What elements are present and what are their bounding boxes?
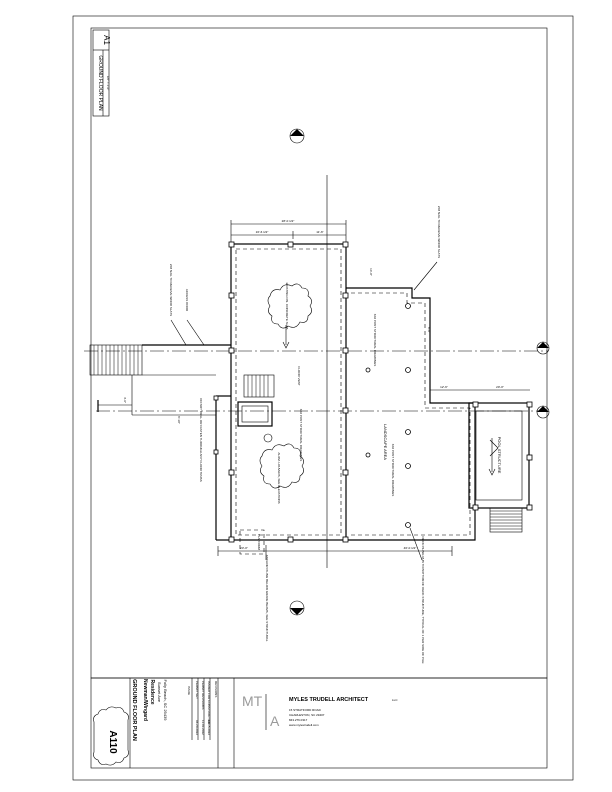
note-bottom-2: DECK PILING RUN TO BOTTOM OF DECK STRUCT… [421,536,425,663]
deck-pilings [365,303,411,528]
pool-structure-label: POOL STRUCTURE [497,437,502,474]
note-right-plate: 2X8 NAIL TO RECEIVE WOOD SLATS [437,206,441,258]
dim-right-b: 12'-6" [440,385,448,389]
firm-address-1: 15 STRATFORD ROAD [289,708,322,712]
note-post-3: 6X6 POST STRUCTURAL DRAWINGS [299,409,303,461]
dim-mid-b: 6'-0" [427,327,431,333]
sheet-number-cloud: A110 [93,706,129,766]
firm-name: MYLES TRUDELL ARCHITECT [289,697,369,703]
view-title: GROUND FLOOR PLAN [97,55,103,111]
firm-suffix: LLC [392,698,398,702]
firm-phone: 843.276.0317 [289,718,308,722]
issue-label: ISSUE [187,686,191,695]
dim-top-a: 16'-6 1/2" [256,230,269,234]
sheet-title: GROUND FLOOR PLAN [131,679,137,741]
revision-cloud-upper: EXISTING FIN. CONCRETE SLAB [267,283,312,330]
note-post-2: 6X6 POST STRUCTURAL DRAWINGS [391,444,395,496]
issue-row-2-date: 11.01.2022 [201,720,205,735]
note-stair: DO NOT DRILL OR FASTEN THROUGH ANY FLOOR… [199,398,203,482]
title-block: A110 GROUND FLOOR PLAN Newman/Wingard Re… [93,678,398,768]
dim-right-a: 20'-0" [496,385,504,389]
walkway [97,344,231,416]
issue-row-3-label: ISSUED FOR CONSTRUCTION [207,681,211,724]
sheet-number: A110 [107,730,118,754]
project-type: Residence [149,679,155,704]
firm-address-2: CHARLESTON, SC 29407 [289,713,325,717]
piers [213,241,533,543]
interior-stair [243,374,275,398]
note-access-door: ACCESS DOOR [185,289,189,312]
section-marker-top [289,128,305,144]
firm-monogram-bottom: A [270,713,280,729]
view-scale: 1/8" = 1'-0" [106,76,110,91]
platform-label: PLATFORM [257,534,261,551]
revision-cloud-lower: ALUM. LOUVERS, SEE ELEVATIONS [259,443,304,504]
note-post-1: 6X6 POST STRUCTURAL DRAWINGS [373,314,377,366]
dim-left-b: 8'-10" [177,416,181,424]
pool-structure: POOL STRUCTURE [468,402,530,509]
dim-bottom-a: 23'-0" [240,546,248,550]
slope-arrows [282,325,496,476]
note-bottom-1: ANCHOR PILING BELOW GRADE BEAMS, SEE STR… [265,555,269,642]
dim-top-b: 11'-6" [316,230,323,234]
view-title-tab: A1 GROUND FLOOR PLAN 1/8" = 1'-0" [92,29,111,117]
project-name: Newman/Wingard [142,679,148,721]
firm-monogram-top: MT [242,693,263,709]
section-marker-bottom [289,600,305,616]
platform: PLATFORM [239,529,265,555]
issue-row-1-date: 04.20.2022 [195,720,199,735]
covered-deck [346,287,476,541]
note-side-plate-1: 2X8 NAIL TO RECEIVE WOOD SLATS [169,264,173,316]
dim-top-overall: 28'-0 1/2" [282,219,295,223]
issue-row-1-label: PERMIT SET [195,681,199,699]
dimension-bottom: 23'-0" 46'-0 1/2" [217,546,453,556]
view-number: A1 [102,35,111,45]
issue-row-2-label: PERMIT REVISIONS [201,681,205,709]
drawing-frame [90,27,548,679]
pool-steps [489,507,523,533]
left-stair [89,344,143,376]
dimension-right: 12'-6" 20'-0" 14'-0" 6'-0" 4'-6" 8'-10" [123,268,530,424]
louvers-note: ALUM. LOUVERS, SEE ELEVATIONS [277,452,281,503]
grid-bubble-right-2 [536,405,550,419]
dim-left-a: 4'-6" [123,397,127,403]
note-landscape-area: LANDSCAPE AREA [383,424,388,460]
firm-web: www.mylestrudell.com [289,723,319,727]
sheet-outer-border [72,15,574,781]
revision-label: REVISIONS [214,681,218,697]
dimension-top: 28'-0 1/2" 16'-6 1/2" 11'-6" [230,219,347,244]
project-address: Sunset Ave [157,682,162,703]
project-city: Folly Beach, SC 29439 [163,680,168,722]
note-flood-vent: FLOOD VENT [297,366,301,385]
dim-mid-a: 14'-0" [369,268,373,276]
issue-row-3-date: 12.15.2022 [207,720,211,735]
grid-bubble-right-1 [536,341,550,355]
utility-room [237,401,273,443]
concrete-slab-note: EXISTING FIN. CONCRETE SLAB [285,283,289,330]
title-block-frame [90,677,548,769]
dim-bottom-overall: 46'-0 1/2" [404,546,417,550]
